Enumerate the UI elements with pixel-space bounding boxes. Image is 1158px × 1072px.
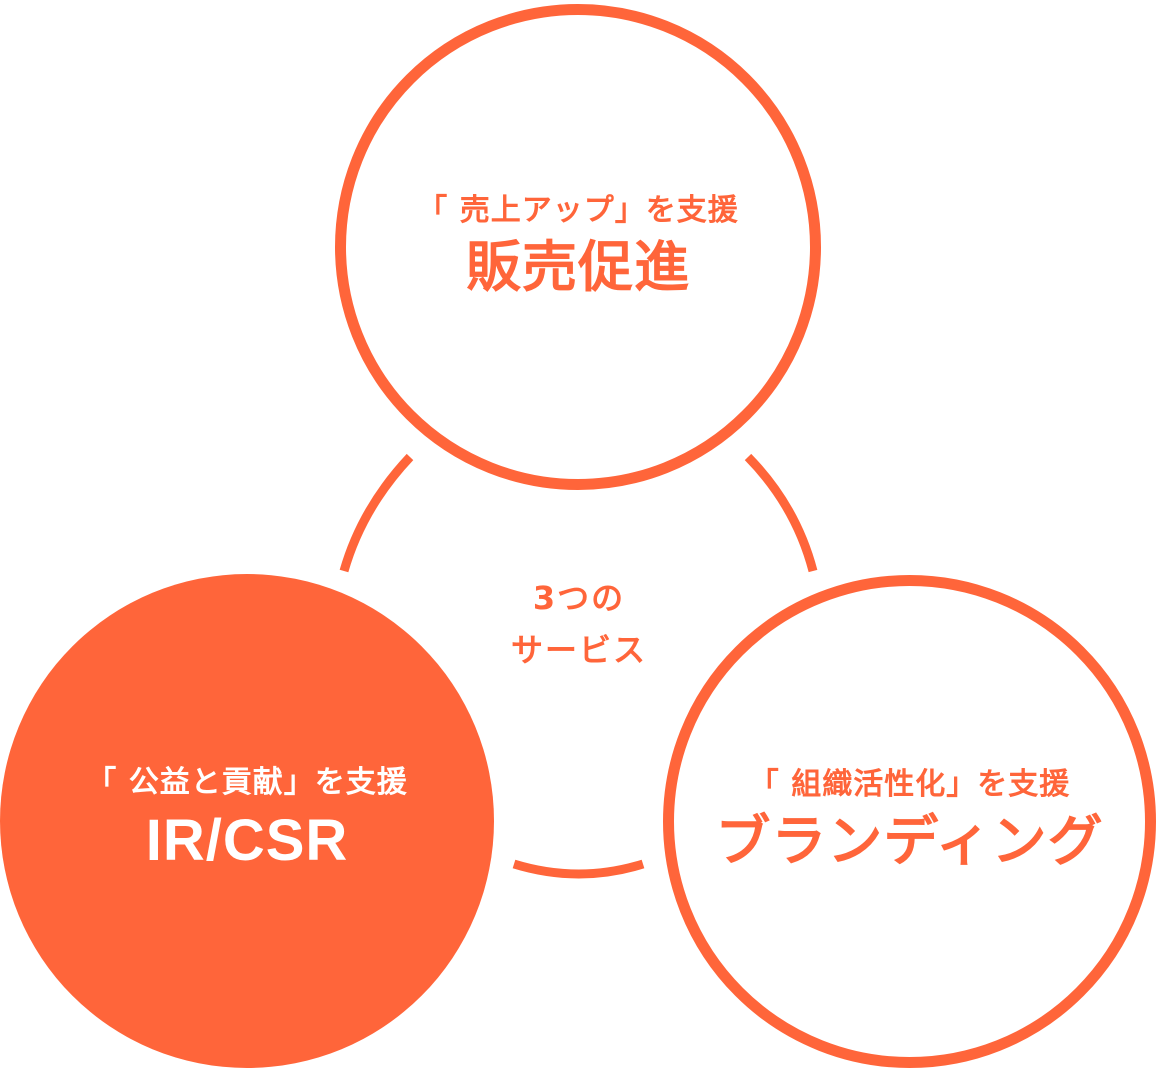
- service-title: 販売促進: [465, 234, 690, 299]
- service-subtitle: 「 公益と貢献」を支援: [86, 764, 408, 800]
- service-circle-sales-promotion[interactable]: 「 売上アップ」を支援 販売促進: [335, 4, 821, 490]
- service-title: ブランディング: [715, 809, 1104, 874]
- service-circle-ir-csr[interactable]: 「 公益と貢献」を支援 IR/CSR: [0, 574, 494, 1068]
- service-circle-branding[interactable]: 「 組織活性化」を支援 ブランディング: [663, 575, 1156, 1068]
- center-label: 3つの サービス: [459, 572, 699, 676]
- ring-arc-right: [744, 453, 818, 573]
- service-title: IR/CSR: [145, 807, 349, 873]
- service-subtitle: 「 売上アップ」を支援: [417, 192, 739, 228]
- center-label-line-2: サービス: [510, 631, 647, 669]
- ring-arc-left: [339, 453, 414, 573]
- center-label-line-1: 3つの: [532, 579, 626, 617]
- service-subtitle: 「 組織活性化」を支援: [748, 767, 1071, 803]
- ring-arc-bottom: [512, 859, 645, 879]
